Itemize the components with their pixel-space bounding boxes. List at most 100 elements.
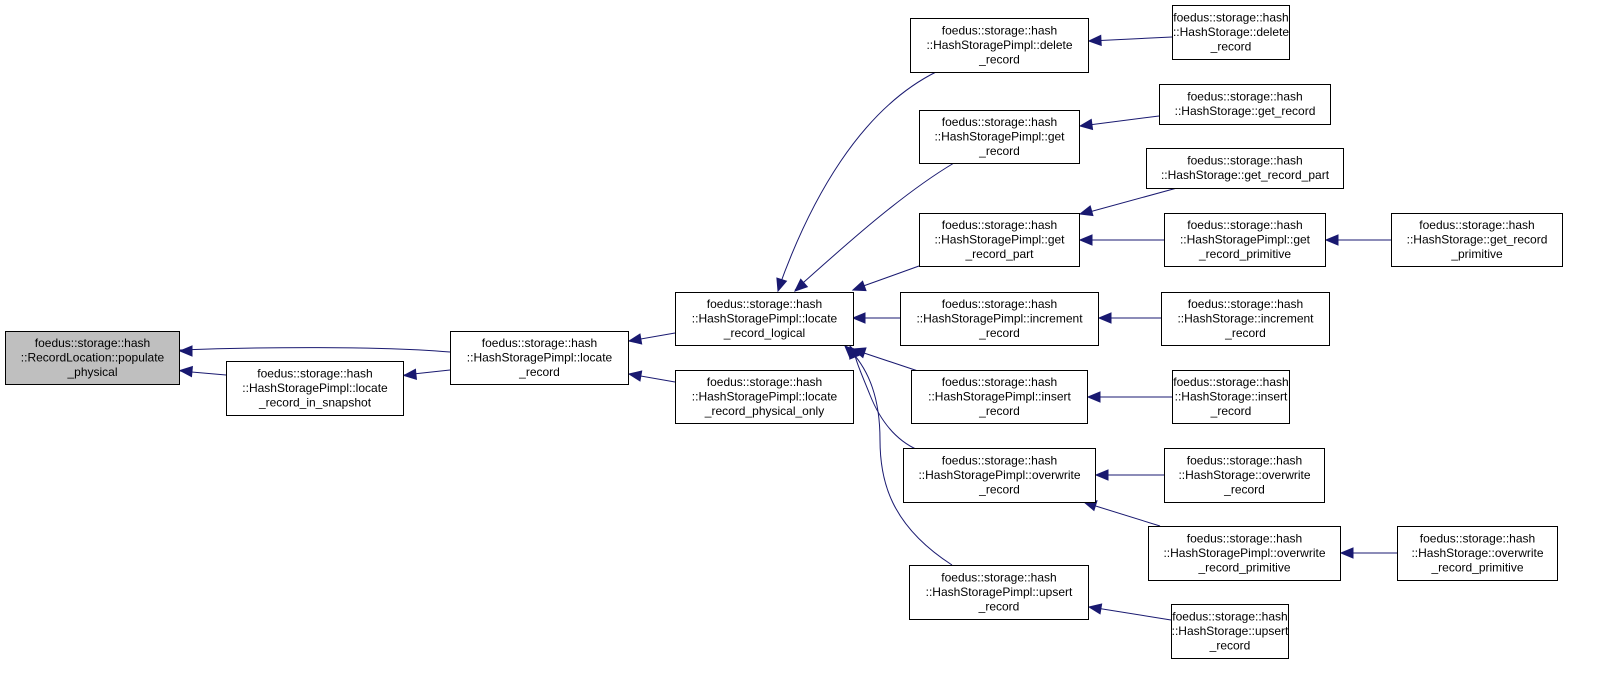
- node-box: [910, 18, 1089, 73]
- node-box: [1148, 526, 1341, 581]
- edge-n2-to-n1: [402, 368, 451, 380]
- node-box: [911, 370, 1088, 424]
- edge-n11-to-n3: [844, 345, 953, 566]
- node-label-line: _record: [1224, 326, 1266, 340]
- node-label-line: foedus::storage::hash: [1173, 10, 1288, 24]
- arrow-head: [1339, 547, 1354, 559]
- node-label-line: foedus::storage::hash: [942, 115, 1057, 129]
- arrow-head: [627, 333, 643, 345]
- node-box: [903, 448, 1096, 503]
- edge-line: [847, 347, 953, 566]
- graph-node-n7[interactable]: foedus::storage::hash::HashStoragePimpl:…: [919, 213, 1080, 267]
- node-label-line: ::HashStorage::get_record: [1407, 232, 1548, 246]
- node-label-line: _record: [1210, 404, 1252, 418]
- graph-node-n12[interactable]: foedus::storage::hash::HashStorage::dele…: [1172, 5, 1290, 60]
- node-box: [1172, 370, 1290, 424]
- node-box: [1146, 148, 1344, 189]
- edges-layer: [178, 34, 1397, 621]
- node-label-line: ::HashStoragePimpl::overwrite: [918, 468, 1080, 482]
- node-label-line: foedus::storage::hash: [941, 570, 1056, 584]
- edge-line: [1085, 502, 1161, 527]
- node-label-line: ::RecordLocation::populate: [21, 350, 165, 364]
- graph-node-n17[interactable]: foedus::storage::hash::HashStorage::incr…: [1161, 292, 1330, 346]
- edge-n21-to-n20: [1339, 547, 1397, 559]
- node-label-line: ::HashStoragePimpl::insert: [928, 389, 1071, 403]
- graph-node-n0[interactable]: foedus::storage::hash::RecordLocation::p…: [5, 331, 180, 385]
- node-box: [1164, 213, 1326, 267]
- node-label-line: _record_primitive: [1197, 560, 1290, 574]
- graph-node-n1[interactable]: foedus::storage::hash::HashStoragePimpl:…: [226, 361, 404, 416]
- arrow-head: [1086, 391, 1101, 403]
- node-label-line: _record: [978, 599, 1020, 613]
- node-label-line: _record_in_snapshot: [258, 395, 372, 409]
- node-label-line: ::HashStorage::get_record_part: [1161, 168, 1330, 182]
- node-box: [1391, 213, 1563, 267]
- node-label-line: foedus::storage::hash: [1173, 375, 1288, 389]
- graph-node-n15[interactable]: foedus::storage::hash::HashStoragePimpl:…: [1164, 213, 1326, 267]
- node-label-line: foedus::storage::hash: [942, 375, 1057, 389]
- graph-node-n10[interactable]: foedus::storage::hash::HashStoragePimpl:…: [903, 448, 1096, 503]
- edge-n7-to-n3: [851, 265, 920, 292]
- node-box: [5, 331, 180, 385]
- graph-node-n3[interactable]: foedus::storage::hash::HashStoragePimpl:…: [675, 292, 854, 346]
- node-box: [1164, 448, 1325, 503]
- node-label-line: _physical: [66, 365, 117, 379]
- arrow-head: [1078, 118, 1094, 131]
- graph-node-n16[interactable]: foedus::storage::hash::HashStorage::get_…: [1391, 213, 1563, 267]
- edge-n6-to-n3: [794, 162, 955, 292]
- node-box: [675, 370, 854, 424]
- arrow-head: [627, 370, 643, 382]
- graph-node-n4[interactable]: foedus::storage::hash::HashStoragePimpl:…: [675, 370, 854, 424]
- arrow-head: [794, 278, 809, 292]
- node-label-line: _record: [978, 144, 1020, 158]
- node-label-line: _record: [1209, 638, 1251, 652]
- node-label-line: foedus::storage::hash: [707, 297, 822, 311]
- arrow-head: [1094, 469, 1109, 481]
- node-label-line: foedus::storage::hash: [1187, 154, 1302, 168]
- graph-node-n18[interactable]: foedus::storage::hash::HashStorage::inse…: [1172, 370, 1290, 424]
- node-box: [226, 361, 404, 416]
- edge-n16-to-n15: [1324, 234, 1391, 246]
- edge-line: [1081, 187, 1178, 215]
- node-label-line: _record: [978, 52, 1020, 66]
- node-box: [450, 331, 629, 385]
- graph-node-n9[interactable]: foedus::storage::hash::HashStoragePimpl:…: [911, 370, 1088, 424]
- edge-line: [1089, 36, 1173, 42]
- edge-n19-to-n10: [1094, 469, 1164, 481]
- graph-node-n2[interactable]: foedus::storage::hash::HashStoragePimpl:…: [450, 331, 629, 385]
- edge-line: [794, 162, 955, 291]
- node-label-line: ::HashStorage::increment: [1177, 311, 1314, 325]
- graph-node-n13[interactable]: foedus::storage::hash::HashStorage::get_…: [1159, 84, 1331, 125]
- edge-n12-to-n5: [1087, 34, 1173, 47]
- node-label-line: foedus::storage::hash: [1419, 218, 1534, 232]
- node-label-line: _record_physical_only: [704, 404, 824, 418]
- edge-n2-to-n0: [178, 345, 451, 357]
- node-label-line: _primitive: [1450, 247, 1503, 261]
- graph-node-n14[interactable]: foedus::storage::hash::HashStorage::get_…: [1146, 148, 1344, 189]
- edge-n18-to-n9: [1086, 391, 1172, 403]
- graph-node-n5[interactable]: foedus::storage::hash::HashStoragePimpl:…: [910, 18, 1089, 73]
- edge-n5-to-n3: [776, 71, 937, 293]
- node-label-line: ::HashStoragePimpl::increment: [916, 311, 1083, 325]
- graph-node-n22[interactable]: foedus::storage::hash::HashStorage::upse…: [1171, 604, 1290, 659]
- edge-n22-to-n11: [1087, 603, 1172, 621]
- graph-node-n20[interactable]: foedus::storage::hash::HashStoragePimpl:…: [1148, 526, 1341, 581]
- arrow-head: [178, 365, 193, 378]
- node-label-line: foedus::storage::hash: [1187, 90, 1302, 104]
- arrow-head: [1078, 234, 1093, 246]
- graph-node-n21[interactable]: foedus::storage::hash::HashStorage::over…: [1397, 526, 1558, 581]
- node-label-line: foedus::storage::hash: [482, 336, 597, 350]
- graph-node-n8[interactable]: foedus::storage::hash::HashStoragePimpl:…: [900, 292, 1099, 346]
- node-label-line: foedus::storage::hash: [707, 375, 822, 389]
- node-label-line: ::HashStorage::overwrite: [1411, 546, 1543, 560]
- node-box: [1172, 5, 1290, 60]
- graph-node-n6[interactable]: foedus::storage::hash::HashStoragePimpl:…: [919, 110, 1080, 164]
- node-box: [909, 565, 1089, 620]
- arrow-head: [178, 345, 193, 357]
- graph-node-n11[interactable]: foedus::storage::hash::HashStoragePimpl:…: [909, 565, 1089, 620]
- node-box: [900, 292, 1099, 346]
- node-label-line: foedus::storage::hash: [1187, 218, 1302, 232]
- graph-node-n19[interactable]: foedus::storage::hash::HashStorage::over…: [1164, 448, 1325, 503]
- edge-line: [777, 71, 937, 291]
- arrow-head: [402, 368, 418, 380]
